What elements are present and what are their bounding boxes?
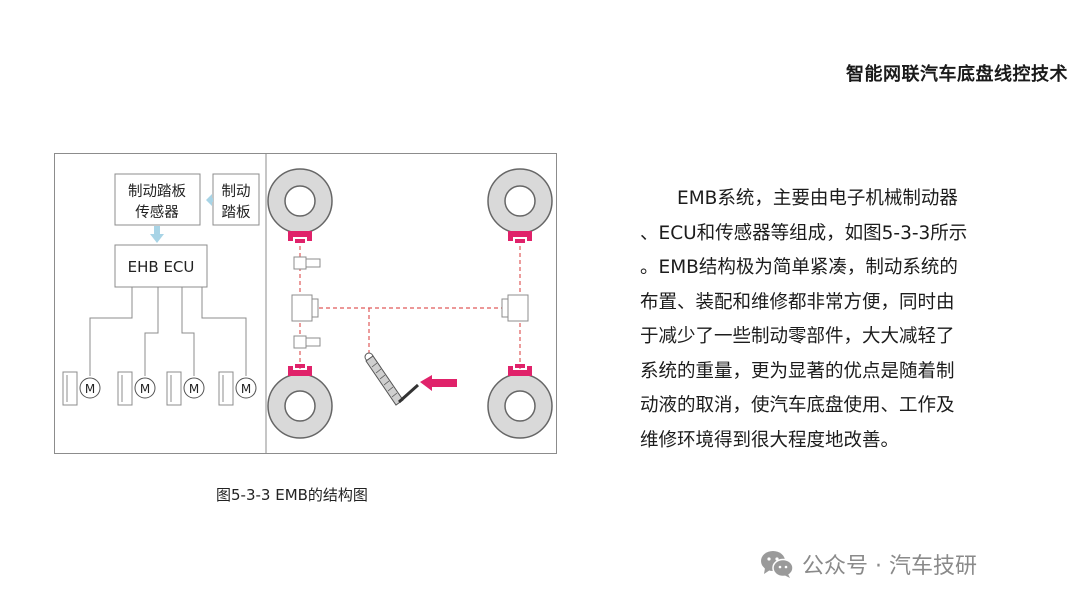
motor-unit-4: M	[218, 371, 257, 406]
actuator-right	[501, 294, 529, 322]
caliper-rear-left	[288, 364, 312, 376]
watermark-text: 公众号 · 汽车技研	[802, 554, 977, 579]
ecu-wiring	[89, 287, 247, 376]
wheel-rear-left	[267, 373, 333, 439]
watermark: 公众号 · 汽车技研	[760, 548, 977, 580]
ehb-ecu-box	[114, 244, 208, 288]
actuator-left	[291, 294, 319, 322]
caliper-front-right	[508, 231, 532, 243]
pedal-force-arrow	[420, 375, 457, 391]
wechat-icon	[761, 551, 794, 578]
body-line-7: 动液的取消，使汽车底盘使用、工作及	[640, 395, 955, 416]
caliper-rear-right	[508, 364, 532, 376]
motor-4	[235, 377, 257, 399]
motor-unit-3: M	[166, 371, 205, 406]
sensor-to-ecu-arrow	[150, 226, 164, 243]
ehb-ecu-label: EHB ECU	[128, 258, 195, 276]
pedal-sensor-label-1: 制动踏板	[128, 182, 186, 200]
wheel-front-left	[267, 168, 333, 234]
page-header-title: 智能网联汽车底盘线控技术	[846, 64, 1068, 85]
body-line-4: 布置、装配和维修都非常方便，同时由	[640, 291, 955, 313]
wheel-front-right	[487, 168, 553, 234]
wheel-rear-right	[487, 373, 553, 439]
body-line-1: EMB系统，主要由电子机械制动器	[640, 188, 958, 209]
svg-text:M: M	[241, 382, 251, 396]
pedal-to-sensor-arrow	[206, 194, 213, 206]
body-line-8: 维修环境得到很大程度地改善。	[640, 429, 900, 451]
emb-structure-diagram: 制动踏板 传感器 制动 踏板 EHB ECU M M M M	[54, 153, 557, 454]
body-line-2: 、ECU和传感器等组成，如图5-3-3所示	[640, 222, 968, 244]
body-line-5: 于减少了一些制动零部件，大大减轻了	[640, 326, 955, 347]
pedal-sensor-box	[114, 173, 201, 226]
svg-text:M: M	[140, 382, 150, 396]
motor-unit-1: M	[62, 371, 101, 406]
caliper-front-left	[288, 231, 312, 243]
brake-pedal-box	[212, 173, 260, 226]
body-line-3: 。EMB结构极为简单紧凑，制动系统的	[640, 257, 958, 278]
pedal-sensor-label-2: 传感器	[135, 204, 179, 221]
body-line-6: 系统的重量，更为显著的优点是随着制	[640, 360, 955, 382]
brake-pedal-label-1: 制动	[222, 183, 251, 200]
wheel-sensor-upper	[293, 256, 321, 270]
svg-text:M: M	[85, 382, 95, 396]
motor-3	[183, 377, 205, 399]
wheel-sensor-lower	[293, 335, 321, 349]
body-paragraph: EMB系统，主要由电子机械制动器 、ECU和传感器等组成，如图5-3-3所示 。…	[640, 182, 1020, 458]
motor-1	[79, 377, 101, 399]
motor-unit-2: M	[117, 371, 156, 406]
brake-pedal-label-2: 踏板	[222, 203, 251, 221]
svg-text:M: M	[189, 382, 199, 396]
figure-caption: 图5-3-3 EMB的结构图	[216, 486, 368, 504]
brake-pedal-graphic	[364, 352, 420, 406]
motor-2	[134, 377, 156, 399]
